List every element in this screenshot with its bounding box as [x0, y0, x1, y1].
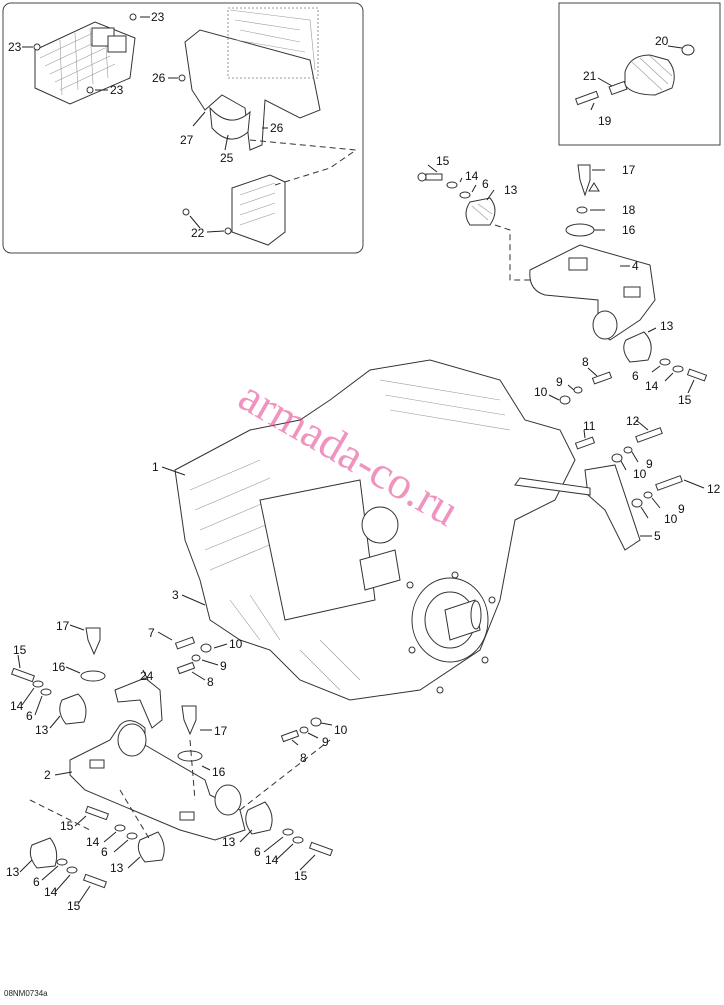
heat-shield-bracket — [184, 7, 321, 151]
callout-17c: 17 — [214, 724, 228, 738]
callout-6d: 6 — [254, 845, 261, 859]
callout-14f: 14 — [44, 885, 58, 899]
callout-19: 19 — [598, 114, 612, 128]
callout-27: 27 — [180, 133, 194, 147]
electrical-inset: 23 23 23 26 26 27 25 22 — [2, 2, 364, 254]
callout-22: 22 — [191, 226, 205, 240]
callout-6a: 6 — [482, 177, 489, 191]
callout-8b: 8 — [207, 675, 214, 689]
callout-9d: 9 — [220, 659, 227, 673]
callout-16c: 16 — [212, 765, 226, 779]
callout-14c: 14 — [10, 699, 24, 713]
callout-14e: 14 — [86, 835, 100, 849]
callout-10d: 10 — [229, 637, 243, 651]
callout-6f: 6 — [33, 875, 40, 889]
callout-15b: 15 — [678, 393, 692, 407]
callout-24: 24 — [140, 669, 154, 683]
callout-9c: 9 — [678, 502, 685, 516]
engine-block: 1 3 — [152, 359, 576, 701]
callout-12b: 12 — [707, 482, 721, 496]
callout-15f: 15 — [67, 899, 81, 913]
callout-14b: 14 — [645, 379, 659, 393]
callout-10b: 10 — [633, 467, 647, 481]
callout-13f: 13 — [6, 865, 20, 879]
callout-13b: 13 — [660, 319, 674, 333]
callout-15e: 15 — [60, 819, 74, 833]
callout-15c: 15 — [13, 643, 27, 657]
callout-9b: 9 — [646, 457, 653, 471]
callout-15a: 15 — [436, 154, 450, 168]
callout-12a: 12 — [626, 414, 640, 428]
callout-17b: 17 — [56, 619, 70, 633]
callout-6b: 6 — [632, 369, 639, 383]
callout-26a: 26 — [152, 71, 166, 85]
callout-23c: 23 — [110, 83, 124, 97]
callout-18: 18 — [622, 203, 636, 217]
callout-25: 25 — [220, 151, 234, 165]
callout-20: 20 — [655, 34, 669, 48]
callout-6e: 6 — [101, 845, 108, 859]
callout-6c: 6 — [26, 709, 33, 723]
callout-16b: 16 — [52, 660, 66, 674]
callout-14d: 14 — [265, 853, 279, 867]
callout-11: 11 — [583, 419, 596, 433]
mount-assembly — [574, 44, 695, 106]
callout-23a: 23 — [151, 10, 165, 24]
callout-2: 2 — [44, 768, 51, 782]
fastener-inset: 20 21 19 — [558, 2, 721, 146]
fuse-box — [34, 21, 136, 105]
callout-3: 3 — [172, 588, 179, 602]
callout-17a: 17 — [622, 163, 636, 177]
callout-10e: 10 — [334, 723, 348, 737]
engine-fasteners: 8 9 10 11 12 9 10 12 9 10 5 7 — [148, 355, 721, 765]
callout-13c: 13 — [35, 723, 49, 737]
callout-26b: 26 — [270, 121, 284, 135]
callout-13d: 13 — [222, 835, 236, 849]
callout-9a: 9 — [556, 375, 563, 389]
callout-21: 21 — [583, 69, 597, 83]
callout-14a: 14 — [465, 169, 479, 183]
ecu-bracket — [231, 174, 286, 246]
callout-13e: 13 — [110, 861, 124, 875]
callout-4: 4 — [632, 259, 639, 273]
callout-10a: 10 — [534, 385, 548, 399]
callout-8c: 8 — [300, 751, 307, 765]
figure-code: 08NM0734a — [4, 989, 48, 998]
callout-15d: 15 — [294, 869, 308, 883]
callout-1: 1 — [152, 460, 159, 474]
callout-7: 7 — [148, 626, 155, 640]
callout-9e: 9 — [322, 735, 329, 749]
callout-13a: 13 — [504, 183, 518, 197]
callout-16a: 16 — [622, 223, 636, 237]
callout-5: 5 — [654, 529, 661, 543]
lower-mount-group: 17 16 17 16 24 2 15 14 6 13 — [6, 619, 334, 913]
callout-10c: 10 — [664, 512, 678, 526]
callout-23b: 23 — [8, 40, 22, 54]
callout-8a: 8 — [582, 355, 589, 369]
upper-mount-group: 15 14 6 13 17 18 16 4 13 6 14 15 — [417, 154, 708, 407]
